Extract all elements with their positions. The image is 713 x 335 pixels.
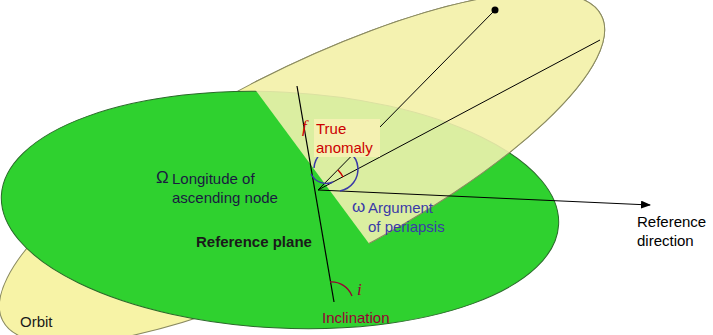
position-line bbox=[318, 10, 495, 190]
orbit-upper-half bbox=[0, 0, 646, 335]
angle-symbol: Ω bbox=[156, 168, 169, 187]
orbit-ellipse bbox=[0, 0, 646, 335]
angle-symbol: i bbox=[357, 280, 362, 299]
orbit-label: Orbit bbox=[20, 312, 53, 331]
angle-label: Longitude of ascending node bbox=[172, 169, 290, 207]
angle-symbol: f bbox=[302, 117, 307, 136]
periapsis-line bbox=[318, 40, 600, 190]
angle-label: Argument of periapsis bbox=[368, 198, 446, 236]
angle-label: Inclination bbox=[322, 308, 390, 327]
angle-symbol: ω bbox=[352, 197, 365, 216]
reference-direction-arrow bbox=[318, 190, 650, 205]
satellite-dot bbox=[492, 7, 499, 14]
inclination-arc bbox=[330, 282, 352, 296]
angle-label: True anomaly bbox=[314, 119, 380, 157]
plane-label: Reference plane bbox=[196, 232, 312, 251]
argument-arc bbox=[311, 174, 333, 183]
axis-label: Reference direction bbox=[637, 212, 709, 250]
true-anomaly-arc bbox=[338, 170, 343, 177]
